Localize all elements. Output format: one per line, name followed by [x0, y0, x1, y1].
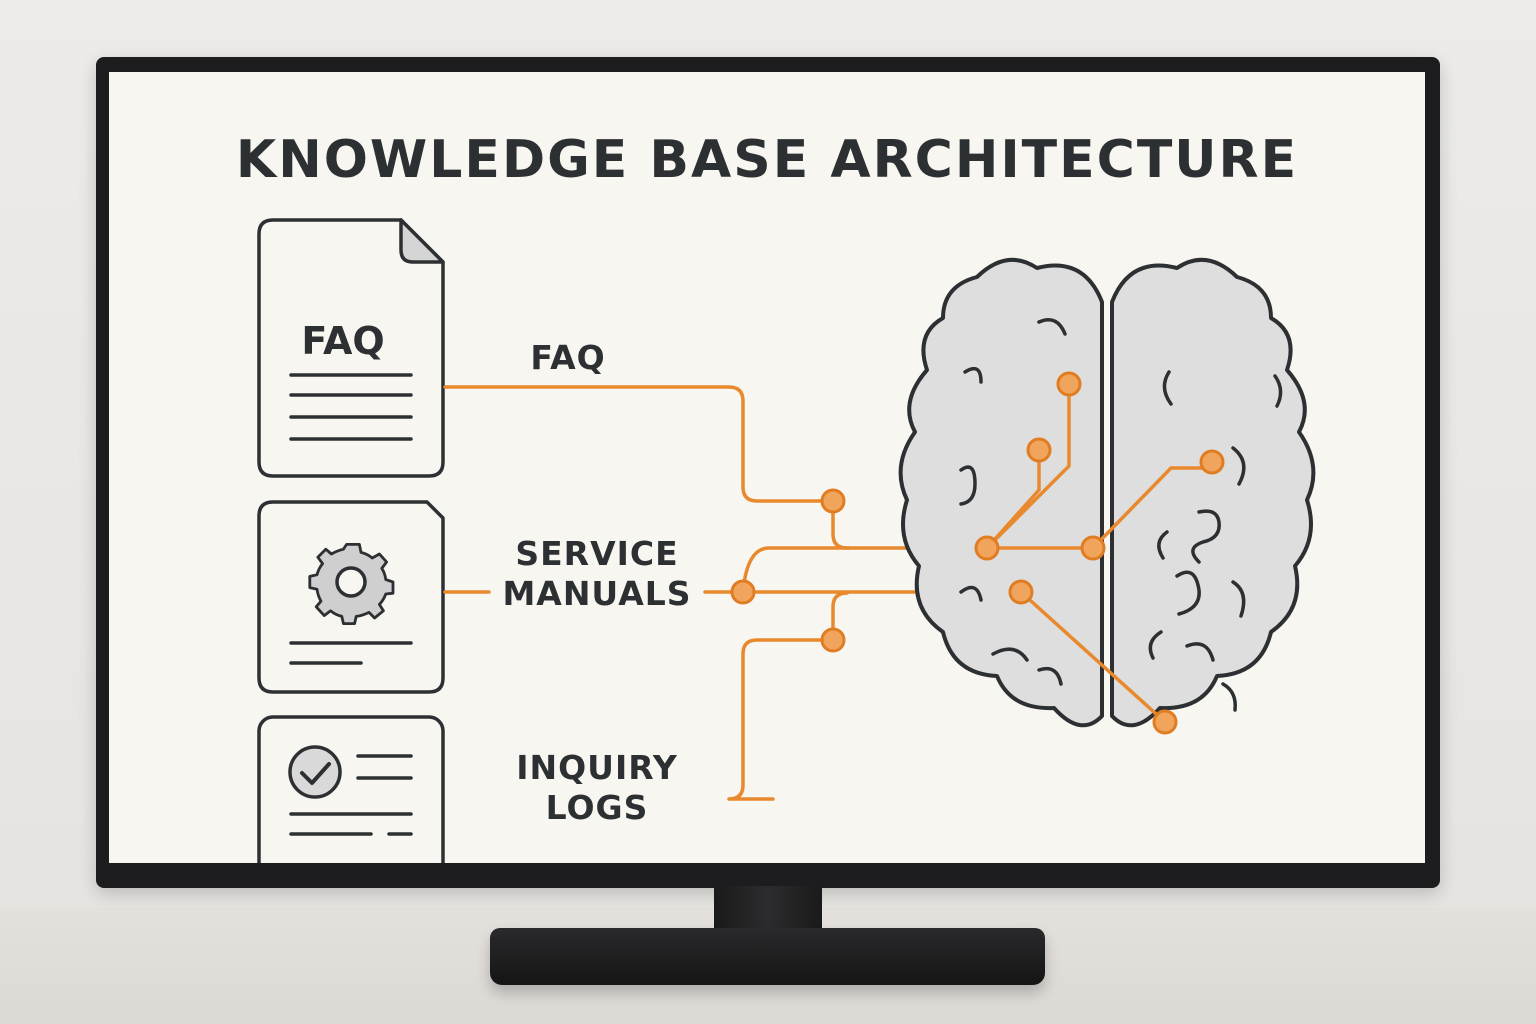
monitor-stand-base [490, 928, 1045, 985]
node-brain-lower-hub [1008, 579, 1034, 605]
page-title: KNOWLEDGE BASE ARCHITECTURE [235, 130, 1299, 190]
node-inquiry-junction [820, 627, 846, 653]
source-label-service-line1: SERVICE [515, 534, 678, 573]
node-brain-top [1056, 371, 1082, 397]
brain-left-hemisphere [898, 257, 1104, 728]
brain-right-hemisphere [1110, 257, 1316, 728]
checkmark-icon [300, 762, 331, 785]
circuit-nodes [730, 371, 1225, 735]
node-brain-hub [974, 535, 1000, 561]
node-brain-left-upper [1026, 437, 1052, 463]
node-brain-right [1199, 449, 1225, 475]
node-service-junction [730, 579, 756, 605]
source-label-inquiry-line2: LOGS [546, 788, 649, 827]
gear-document-icon [257, 500, 445, 694]
checklist-document-icon [257, 715, 445, 863]
architecture-diagram: .doc { fill: #f8f6f1; stroke: #2d3032; s… [257, 218, 1316, 863]
node-faq-junction [820, 488, 846, 514]
node-brain-center [1080, 535, 1106, 561]
faq-icon-text: FAQ [301, 319, 384, 363]
source-label-inquiry-line1: INQUIRY [516, 748, 678, 787]
monitor-stand-neck [714, 886, 822, 932]
folded-corner-icon [399, 218, 445, 264]
source-label-service-line2: MANUALS [502, 574, 691, 613]
brain-circuit-traces [985, 382, 1214, 724]
gear-icon [308, 542, 395, 626]
monitor-screen: KNOWLEDGE BASE ARCHITECTURE .doc { fill:… [109, 72, 1425, 863]
faq-document-icon: FAQ [257, 218, 445, 478]
monitor: KNOWLEDGE BASE ARCHITECTURE .doc { fill:… [96, 57, 1440, 888]
check-circle-icon [288, 745, 342, 799]
node-brain-bottom [1152, 709, 1178, 735]
brain-circuit-icon [898, 257, 1316, 728]
source-label-faq: FAQ [530, 338, 605, 377]
